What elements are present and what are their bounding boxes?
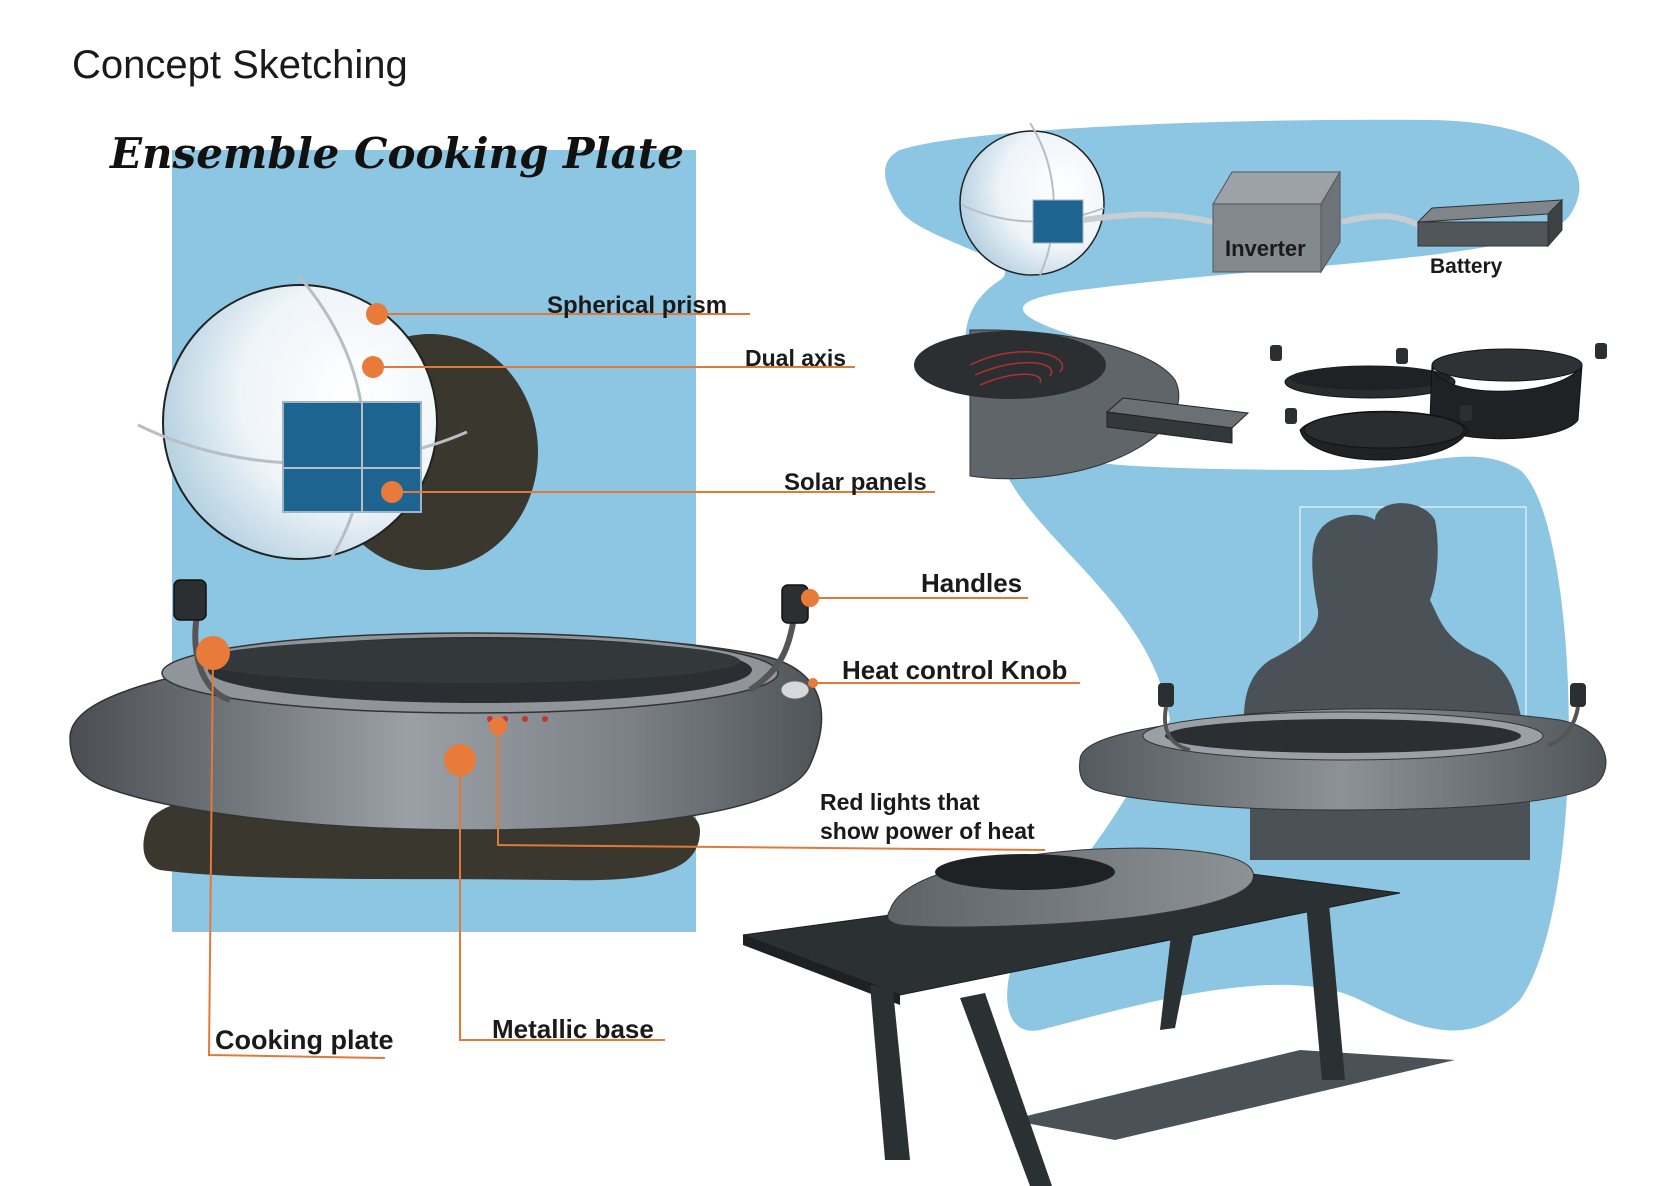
handle-left — [173, 579, 207, 621]
leader-lines — [196, 303, 1080, 1059]
subtitle-handwritten: Ensemble Cooking Plate — [109, 129, 684, 178]
pan-set — [1270, 343, 1607, 461]
label-solar-panels: Solar panels — [784, 469, 927, 496]
label-red-lights-2: show power of heat — [820, 818, 1035, 844]
slide-tray — [1106, 411, 1233, 444]
table-shadow — [1010, 1050, 1455, 1140]
heat-control-knob — [780, 680, 810, 700]
page-title: Concept Sketching — [72, 43, 408, 87]
label-dual-axis: Dual axis — [745, 345, 846, 371]
label-cooking-plate: Cooking plate — [215, 1025, 394, 1055]
label-inverter: Inverter — [1225, 236, 1306, 261]
label-handles: Handles — [921, 568, 1022, 598]
label-heat-control-knob: Heat control Knob — [842, 655, 1067, 685]
inverter-box — [1212, 203, 1322, 273]
label-red-lights-1: Red lights that — [820, 789, 980, 815]
cable-panel-inverter — [1082, 211, 1214, 225]
table-leg — [870, 985, 910, 1160]
label-battery: Battery — [1430, 255, 1503, 278]
small-solar-panel — [1032, 199, 1084, 244]
label-spherical-prism: Spherical prism — [547, 292, 727, 319]
heating-coil — [969, 351, 1064, 386]
battery-box — [1417, 221, 1549, 247]
label-metallic-base: Metallic base — [492, 1014, 654, 1044]
